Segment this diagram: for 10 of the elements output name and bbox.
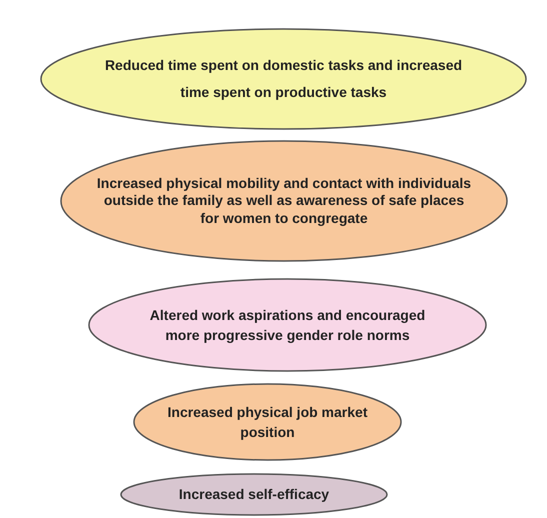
ellipse-node [40, 28, 527, 130]
node-text: Increased physical mobility and contact with individuals outside the family as well as awareness of safe places for women to congregate [96, 174, 472, 228]
node-text: Altered work aspirations and encouraged more progressive gender role norms [148, 306, 426, 345]
ellipse-node [88, 278, 487, 372]
node-text: Increased self-efficacy [178, 486, 330, 503]
ellipse-node [60, 140, 508, 262]
ellipse-node [133, 383, 402, 461]
node-text: Increased physical job market position [166, 402, 368, 442]
node-text: Reduced time spent on domestic tasks and increased time spent on productive tasks [104, 56, 464, 102]
ellipse-node [120, 473, 388, 516]
